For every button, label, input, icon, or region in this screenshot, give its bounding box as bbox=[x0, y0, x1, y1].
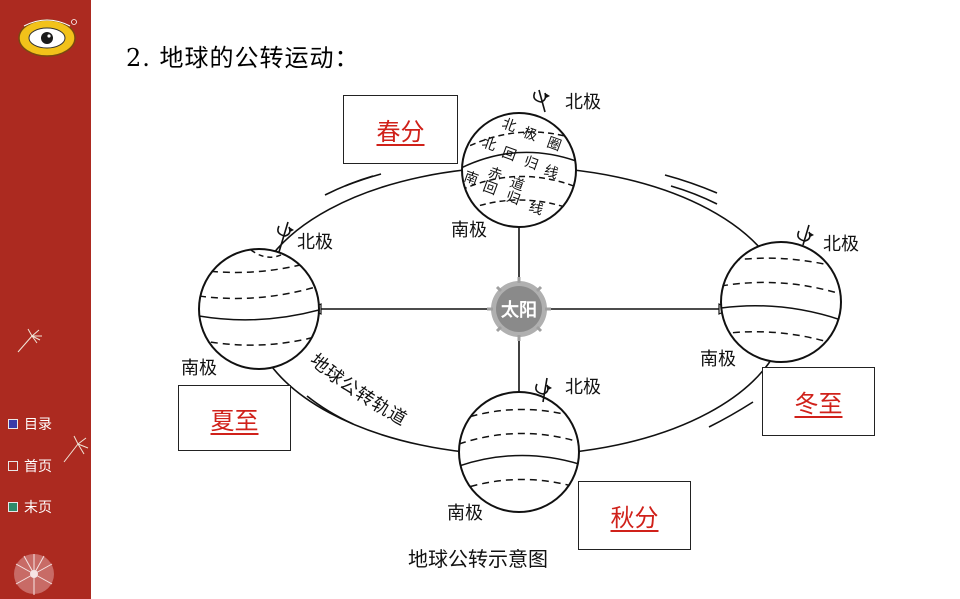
orbit-label: 地球公转轨道 bbox=[306, 350, 411, 431]
tropic-capricorn-label-3: 归 bbox=[504, 188, 523, 209]
arctic-label-2: 极 bbox=[521, 125, 540, 145]
autumn-label: 秋分 bbox=[610, 504, 659, 532]
earth-winter bbox=[720, 241, 842, 363]
axis-icon-spring bbox=[533, 89, 550, 113]
earth-summer bbox=[198, 248, 320, 370]
earth-spring bbox=[461, 112, 577, 228]
winter-box: 冬至 bbox=[762, 367, 875, 436]
axis-icon-autumn bbox=[535, 377, 552, 403]
earth-autumn bbox=[458, 391, 580, 513]
nav-home-marker bbox=[8, 461, 18, 471]
earth-revolution-diagram: 太阳 北 极 圈 北 回 归 线 赤 道 南 回 归 线 北极 南极 bbox=[181, 89, 859, 571]
dandelion-seed-icon bbox=[17, 328, 42, 353]
sun bbox=[487, 277, 551, 341]
spring-label: 春分 bbox=[376, 118, 425, 146]
autumn-north-pole: 北极 bbox=[565, 377, 601, 398]
spring-north-pole: 北极 bbox=[565, 92, 601, 113]
sidebar: 目录 首页 末页 bbox=[0, 0, 91, 599]
spring-south-pole: 南极 bbox=[451, 220, 487, 241]
publisher-logo bbox=[18, 19, 77, 57]
sun-label: 太阳 bbox=[501, 299, 537, 321]
dandelion-seed-icon-2 bbox=[63, 435, 89, 463]
nav-home-label: 首页 bbox=[24, 459, 52, 475]
tropic-capricorn-label-1: 南 bbox=[462, 169, 481, 189]
autumn-south-pole: 南极 bbox=[447, 503, 483, 524]
axis-icon-winter bbox=[797, 224, 814, 246]
nav-last-marker bbox=[8, 502, 18, 512]
orbit-label-text: 地球公转轨道 bbox=[306, 350, 410, 431]
winter-north-pole: 北极 bbox=[823, 234, 859, 255]
nav-last-label: 末页 bbox=[24, 500, 52, 516]
nav-contents-marker bbox=[8, 419, 18, 429]
nav-home[interactable]: 首页 bbox=[8, 456, 52, 476]
tropic-cancer-label-1: 北 bbox=[480, 135, 499, 155]
spring-box: 春分 bbox=[343, 95, 458, 164]
tropic-capricorn-label-4: 线 bbox=[527, 199, 546, 219]
tropic-cancer-label-2: 回 bbox=[500, 145, 519, 165]
nav-contents-label: 目录 bbox=[24, 417, 52, 433]
dandelion-flower-icon bbox=[14, 554, 54, 595]
latitude-labels: 北 极 圈 北 回 归 线 赤 道 南 回 归 线 bbox=[462, 116, 564, 219]
summer-north-pole: 北极 bbox=[297, 232, 333, 253]
axis-icon-summer bbox=[277, 221, 294, 253]
summer-label: 夏至 bbox=[210, 406, 259, 435]
orbit-direction-marks bbox=[306, 173, 754, 428]
winter-label: 冬至 bbox=[794, 390, 843, 418]
equator-label-1: 赤 bbox=[486, 165, 505, 185]
tropic-capricorn-label-2: 回 bbox=[481, 179, 500, 199]
arctic-label-3: 圈 bbox=[545, 135, 564, 155]
summer-box: 夏至 bbox=[178, 385, 291, 451]
tropic-cancer-label-4: 线 bbox=[542, 163, 561, 183]
nav-last[interactable]: 末页 bbox=[8, 497, 52, 517]
slide-title: 2. 地球的公转运动： bbox=[126, 44, 360, 72]
summer-south-pole: 南极 bbox=[181, 358, 217, 379]
equator-label-2: 道 bbox=[508, 175, 527, 195]
arctic-label-1: 北 bbox=[500, 116, 519, 136]
winter-south-pole: 南极 bbox=[700, 349, 736, 370]
diagram-caption: 地球公转示意图 bbox=[408, 547, 548, 571]
nav-contents[interactable]: 目录 bbox=[8, 414, 52, 434]
tropic-cancer-label-3: 归 bbox=[522, 153, 541, 174]
autumn-box: 秋分 bbox=[578, 481, 691, 550]
